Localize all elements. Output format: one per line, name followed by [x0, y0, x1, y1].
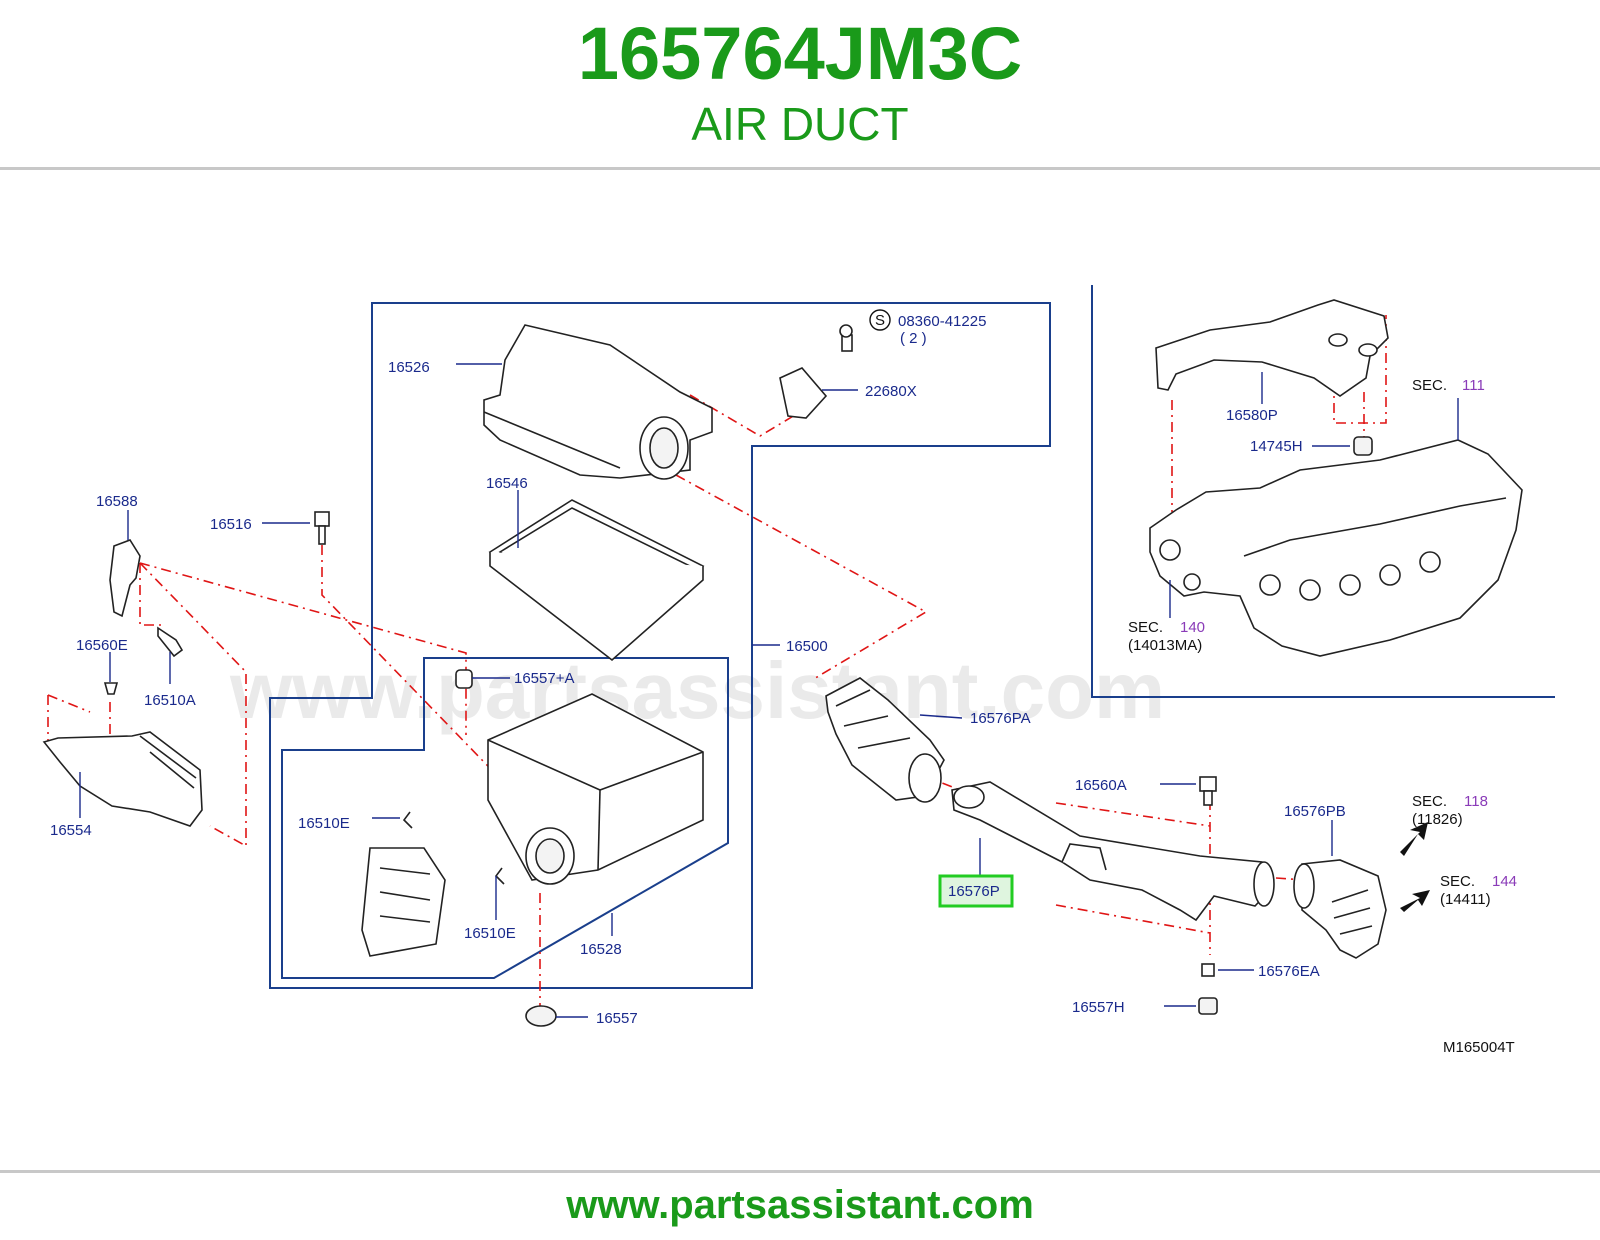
label-16576P-highlighted[interactable]: 16576P	[948, 883, 1000, 900]
bolt-16516-drawing	[314, 511, 330, 545]
sec-111-number[interactable]: 111	[1462, 377, 1485, 394]
label-16580P[interactable]: 16580P	[1226, 407, 1278, 424]
lower-case-frame	[281, 657, 729, 979]
sec-118-label: SEC.	[1412, 793, 1447, 810]
label-leader-lines	[79, 363, 1459, 1018]
grommet-14745H-drawing	[1353, 436, 1373, 456]
footer-website-link[interactable]: www.partsassistant.com	[566, 1183, 1034, 1227]
air-cleaner-assembly-frame	[269, 302, 1051, 989]
label-08360-quantity: ( 2 )	[900, 330, 927, 347]
bracket-16588-drawing	[109, 539, 141, 618]
label-16557[interactable]: 16557	[596, 1010, 638, 1027]
sec-140-label: SEC.	[1128, 619, 1163, 636]
label-16500[interactable]: 16500	[786, 638, 828, 655]
bolt-16560A-drawing	[1199, 776, 1217, 806]
label-16510A[interactable]: 16510A	[144, 692, 196, 709]
label-08360-41225[interactable]: 08360-41225	[898, 313, 986, 330]
part-number-title: 165764JM3C	[577, 12, 1023, 95]
label-16576PA[interactable]: 16576PA	[970, 710, 1031, 727]
label-16560A[interactable]: 16560A	[1075, 777, 1127, 794]
air-duct-16576PB-drawing	[1293, 859, 1387, 959]
label-22680X[interactable]: 22680X	[865, 383, 917, 400]
label-16528[interactable]: 16528	[580, 941, 622, 958]
grommet-16557-drawing	[525, 1005, 557, 1027]
maf-sensor-drawing	[779, 324, 853, 419]
air-filter-drawing	[488, 499, 705, 662]
sec-140-number[interactable]: 140	[1180, 619, 1205, 636]
air-duct-16576PA-drawing	[825, 677, 945, 803]
label-14745H[interactable]: 14745H	[1250, 438, 1303, 455]
air-cleaner-cover-drawing	[483, 324, 713, 480]
bottom-divider	[0, 1170, 1600, 1173]
clip-16560E-drawing	[103, 682, 119, 695]
part-name-subtitle: AIR DUCT	[691, 98, 909, 150]
label-16510E-top[interactable]: 16510E	[298, 815, 350, 832]
label-16516[interactable]: 16516	[210, 516, 252, 533]
label-16557-a[interactable]: 16557+A	[514, 670, 574, 687]
diagram-code: M165004T	[1443, 1039, 1515, 1056]
s-symbol-letter: S	[875, 312, 885, 329]
air-cleaner-case-drawing	[487, 693, 704, 885]
sec-144-label: SEC.	[1440, 873, 1475, 890]
sec-arrows	[1400, 822, 1430, 912]
label-16554[interactable]: 16554	[50, 822, 92, 839]
sec-118-number[interactable]: 118	[1464, 793, 1488, 810]
label-16510E-bottom[interactable]: 16510E	[464, 925, 516, 942]
label-16576PB[interactable]: 16576PB	[1284, 803, 1346, 820]
label-16560E[interactable]: 16560E	[76, 637, 128, 654]
engine-section-frame	[1091, 285, 1555, 698]
clips-16510E-drawing	[402, 811, 505, 885]
label-16546[interactable]: 16546	[486, 475, 528, 492]
s-symbol-icon	[869, 309, 891, 331]
air-duct-16576P-drawing	[951, 781, 1275, 922]
sec-118-reference: (11826)	[1412, 811, 1463, 828]
sec-140-reference: (14013MA)	[1128, 637, 1202, 654]
sec-144-reference: (14411)	[1440, 891, 1491, 908]
bolt-16510A-drawing	[157, 626, 184, 658]
air-inlet-duct-drawing	[42, 731, 203, 827]
cylinder-head-drawing	[1149, 439, 1523, 657]
label-16526[interactable]: 16526	[388, 359, 430, 376]
label-16576EA[interactable]: 16576EA	[1258, 963, 1320, 980]
sec-111-label: SEC.	[1412, 377, 1447, 394]
cover-16580P-drawing	[1155, 299, 1389, 397]
top-divider	[0, 167, 1600, 170]
grommet-16557A-drawing	[455, 669, 473, 689]
sec-144-number[interactable]: 144	[1492, 873, 1517, 890]
clip-16576EA-drawing	[1201, 963, 1215, 977]
highlight-box-16576P	[938, 874, 1014, 908]
label-16588[interactable]: 16588	[96, 493, 138, 510]
resonator-drawing	[361, 847, 446, 957]
grommet-16557H-drawing	[1198, 997, 1218, 1015]
label-16557H[interactable]: 16557H	[1072, 999, 1125, 1016]
